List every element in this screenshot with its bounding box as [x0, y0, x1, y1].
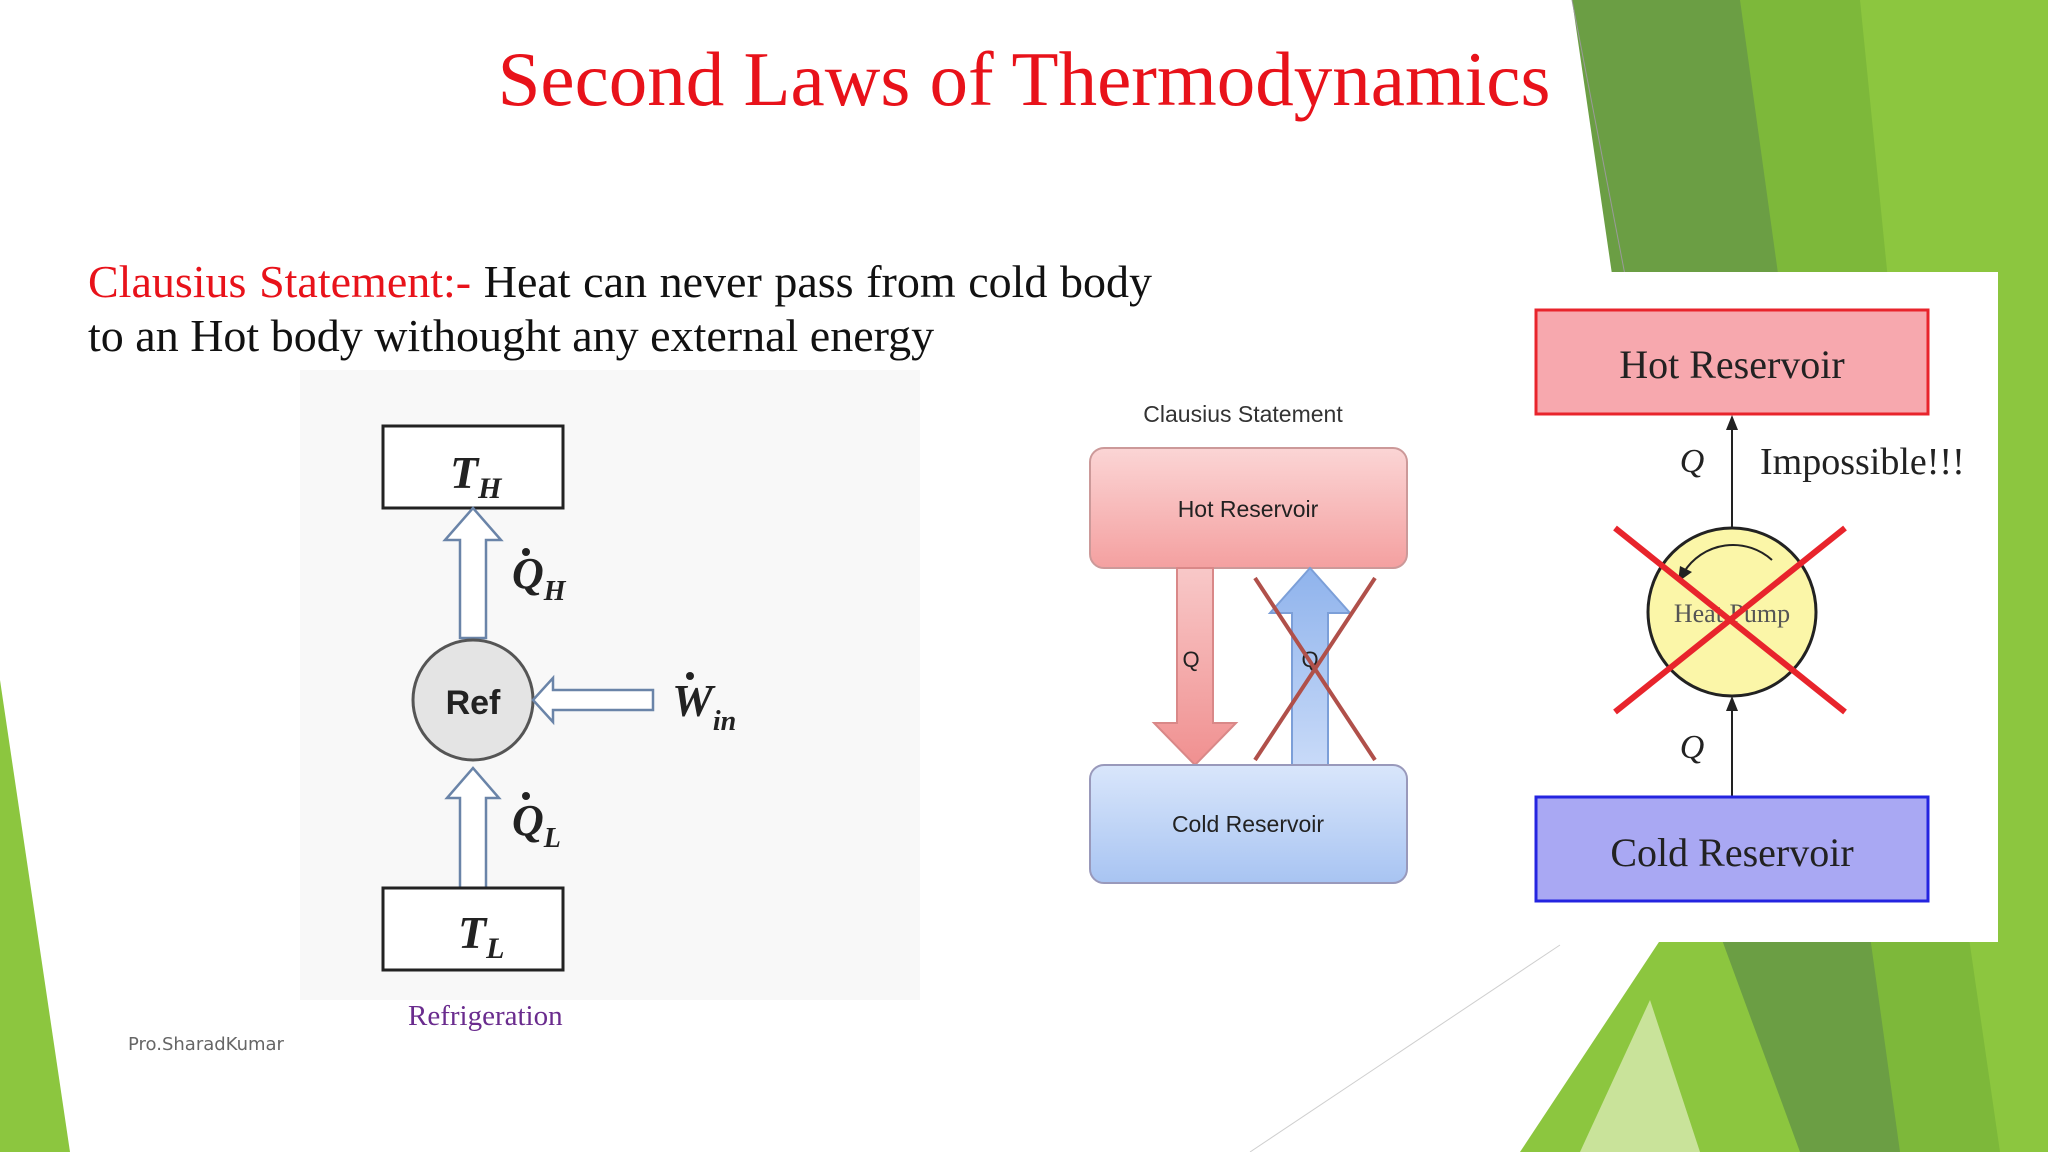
bottom-reservoir-label: TL [458, 907, 504, 965]
refrigeration-caption: Refrigeration [408, 1000, 563, 1032]
statement-label: Clausius Statement:- [88, 256, 472, 307]
q-dot-bottom [522, 792, 530, 800]
decor-line-1 [1571, 0, 1626, 276]
left-green-strip [0, 680, 70, 1152]
cold-reservoir-label: Cold Reservoir [1172, 811, 1324, 837]
hp-arrow-top-head [1726, 415, 1738, 430]
pump-cycle-arrow [1683, 543, 1773, 573]
bottom-green-wedge [1520, 880, 1800, 1152]
work-in-arrow [531, 674, 655, 726]
refrigeration-diagram: TH QH Ref Win QL TL [300, 370, 920, 1000]
slide-title: Second Laws of Thermodynamics [497, 36, 1551, 122]
hp-hot-reservoir-label: Hot Reservoir [1619, 342, 1845, 387]
heat-up-arrow-top [442, 506, 504, 640]
arrow-down-label: Q [1182, 647, 1199, 672]
heat-down-arrow [1151, 567, 1239, 767]
cross-line-2 [1253, 576, 1377, 762]
work-label: Win [672, 675, 736, 737]
top-reservoir-label: TH [450, 447, 503, 505]
bottom-reservoir-box [381, 886, 565, 972]
clausius-diagram: Clausius Statement Hot Reservoir Q Q Col… [1089, 401, 1408, 884]
bottom-green-pale [1580, 1000, 1700, 1152]
w-dot [686, 672, 694, 680]
hp-hot-reservoir-box [1534, 308, 1930, 416]
heat-up-arrow-bottom [444, 766, 502, 890]
hp-cold-reservoir-box [1534, 795, 1930, 903]
heat-up-arrow [1267, 566, 1353, 766]
hp-q-top: Q [1680, 443, 1705, 480]
top-reservoir-box [381, 424, 565, 510]
hp-q-bottom: Q [1680, 729, 1705, 766]
heat-top-label: QH [512, 549, 567, 607]
decor-line-2 [1249, 944, 1561, 1152]
hp-cross-2 [1613, 525, 1847, 715]
author-label: Pro.SharadKumar [128, 1034, 284, 1055]
hot-reservoir-label: Hot Reservoir [1178, 496, 1319, 522]
statement-text: Heat can never pass from cold body to an… [88, 256, 1153, 361]
heat-bottom-label: QL [512, 796, 561, 854]
clausius-statement: Clausius Statement:- Heat can never pass… [88, 255, 1152, 363]
hot-reservoir-box [1089, 447, 1408, 569]
hp-arrow-bottom-head [1726, 696, 1738, 711]
hp-impossible-label: Impossible!!! [1760, 441, 1965, 483]
heat-pump-diagram: Hot Reservoir Q Impossible!!! Heat Pump … [1510, 272, 1998, 942]
q-dot-top [522, 548, 530, 556]
ref-label: Ref [446, 684, 501, 722]
hp-cold-reservoir-label: Cold Reservoir [1610, 830, 1853, 875]
cold-reservoir-box [1089, 764, 1408, 884]
clausius-diagram-title: Clausius Statement [1143, 401, 1343, 427]
